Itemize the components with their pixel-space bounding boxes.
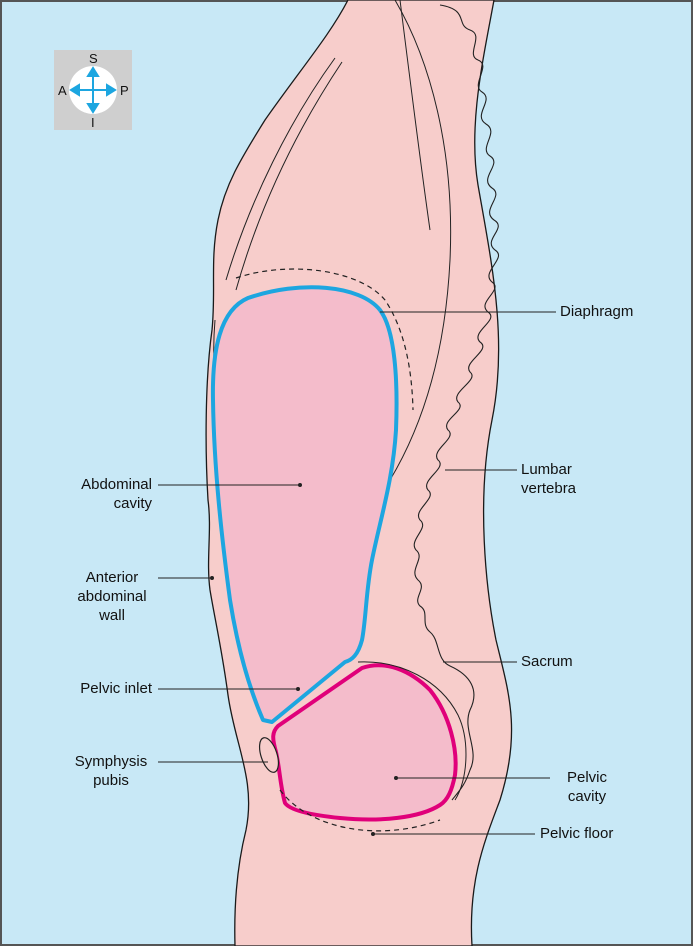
dot-pelvic-floor bbox=[371, 832, 375, 836]
compass-posterior-label: P bbox=[120, 83, 129, 98]
dot-anterior-wall bbox=[210, 576, 214, 580]
dot-abdominal-cavity bbox=[298, 483, 302, 487]
label-lumbar-vertebra: Lumbar vertebra bbox=[521, 460, 576, 498]
label-anterior-abdominal-wall: Anterior abdominal wall bbox=[70, 568, 154, 625]
label-line: Lumbar bbox=[521, 460, 576, 479]
label-line: Anterior bbox=[70, 568, 154, 587]
label-abdominal-cavity: Abdominal cavity bbox=[40, 475, 152, 513]
compass-inferior-label: I bbox=[91, 115, 95, 130]
label-line: cavity bbox=[551, 787, 623, 806]
label-line: cavity bbox=[40, 494, 152, 513]
label-line: vertebra bbox=[521, 479, 576, 498]
label-line: Symphysis bbox=[66, 752, 156, 771]
label-pelvic-cavity: Pelvic cavity bbox=[551, 768, 623, 806]
compass-anterior-label: A bbox=[58, 83, 67, 98]
label-line: abdominal bbox=[70, 587, 154, 606]
label-symphysis-pubis: Symphysis pubis bbox=[66, 752, 156, 790]
label-pelvic-floor: Pelvic floor bbox=[540, 824, 613, 843]
compass-superior-label: S bbox=[89, 51, 98, 66]
label-line: pubis bbox=[66, 771, 156, 790]
label-pelvic-inlet: Pelvic inlet bbox=[30, 679, 152, 698]
label-line: Pelvic bbox=[551, 768, 623, 787]
label-line: wall bbox=[70, 606, 154, 625]
label-sacrum: Sacrum bbox=[521, 652, 573, 671]
dot-pelvic-cavity bbox=[394, 776, 398, 780]
label-diaphragm: Diaphragm bbox=[560, 302, 633, 321]
orientation-compass: S I A P bbox=[54, 50, 132, 130]
dot-pelvic-inlet bbox=[296, 687, 300, 691]
label-line: Abdominal bbox=[40, 475, 152, 494]
